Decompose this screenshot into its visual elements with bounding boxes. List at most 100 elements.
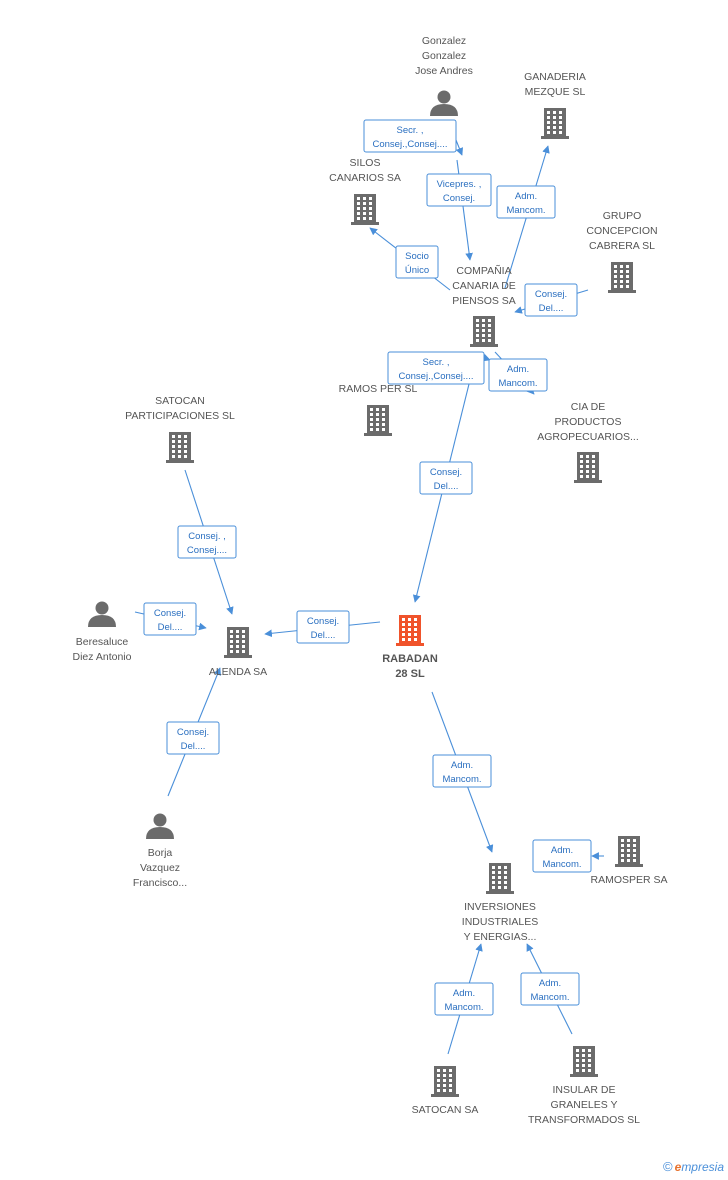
edge-label-text: Del....	[181, 741, 206, 752]
node-label: PIENSOS SA	[452, 295, 516, 307]
edge-label-text: Consej.	[154, 608, 186, 619]
node-label: GRUPO	[603, 210, 642, 222]
node-label: GRANELES Y	[551, 1099, 618, 1111]
building-icon	[574, 452, 602, 483]
edge-label-text: Mancom.	[444, 1002, 483, 1013]
node-label: 28 SL	[395, 668, 425, 680]
edge-label-text: Consej.	[443, 193, 475, 204]
node-label: SATOCAN	[155, 395, 205, 407]
edge-label-text: Consej.	[177, 727, 209, 738]
node-label: AGROPECUARIOS...	[537, 431, 639, 443]
building-icon	[470, 316, 498, 347]
edge-label-text: Adm.	[453, 988, 475, 999]
node-insular[interactable]: INSULAR DE GRANELES Y TRANSFORMADOS SL	[528, 1046, 640, 1126]
person-icon	[430, 90, 458, 116]
edge-label-e11[interactable]: Consej.Del....	[296, 610, 350, 644]
building-icon	[364, 405, 392, 436]
node-label: RAMOSPER SA	[590, 874, 667, 886]
edge-label-e9[interactable]: Consej. , Consej....	[177, 525, 237, 559]
node-label: TRANSFORMADOS SL	[528, 1114, 640, 1126]
node-label: INVERSIONES	[464, 901, 536, 913]
footer-brand: ©empresia	[663, 1159, 724, 1174]
edge-labels-layer: Secr. , Consej.,Consej.... Vicepres. ,Cons…	[143, 119, 592, 1016]
node-inversiones[interactable]: INVERSIONES INDUSTRIALES Y ENERGIAS...	[462, 863, 538, 943]
edge-label-text: Secr. ,	[397, 125, 424, 136]
node-label: GANADERIA	[524, 71, 586, 83]
building-icon	[570, 1046, 598, 1077]
brand-logo-initial: e	[674, 1160, 682, 1174]
edge-label-text: Socio	[405, 251, 429, 262]
edge-label-text: Del....	[311, 630, 336, 641]
node-label: RAMOS PER SL	[339, 383, 418, 395]
node-grupo[interactable]: GRUPO CONCEPCION CABRERA SL	[586, 210, 658, 293]
node-ramosper_sl[interactable]: RAMOS PER SL	[339, 383, 418, 436]
node-label: PARTICIPACIONES SL	[125, 410, 235, 422]
edge-label-e16[interactable]: Adm. Mancom.	[520, 972, 580, 1006]
node-borja[interactable]: BorjaVazquezFrancisco...	[133, 813, 187, 890]
edge-label-e13[interactable]: Adm.Mancom.	[432, 754, 492, 788]
edge-label-text: Del....	[158, 622, 183, 633]
edge-label-text: Adm.	[507, 364, 529, 375]
node-label: RABADAN	[382, 653, 438, 665]
node-label: CABRERA SL	[589, 240, 655, 252]
node-label: CANARIOS SA	[329, 172, 401, 184]
node-label: Gonzalez	[422, 35, 466, 47]
edge-label-e14[interactable]: Adm.Mancom.	[532, 839, 592, 873]
edge-label-text: Consej.,Consej....	[399, 371, 474, 382]
edge-label-e5[interactable]: Consej.Del....	[524, 283, 578, 317]
edge-label-text: Adm.	[451, 760, 473, 771]
edge-label-e2[interactable]: Vicepres. ,Consej.	[426, 173, 492, 207]
node-label: SILOS	[350, 157, 381, 169]
building-icon	[396, 615, 424, 646]
edge-label-text: Del....	[539, 303, 564, 314]
node-rabadan[interactable]: RABADAN 28 SL	[382, 615, 438, 680]
edge-label-e8[interactable]: Consej.Del....	[419, 461, 473, 495]
node-label: Vazquez	[140, 862, 180, 874]
node-label: Diez Antonio	[73, 651, 132, 663]
edge-label-text: Secr. ,	[423, 357, 450, 368]
edge-label-e1[interactable]: Secr. , Consej.,Consej....	[363, 119, 457, 153]
node-satocan_part[interactable]: SATOCAN PARTICIPACIONES SL	[125, 395, 235, 463]
building-icon	[486, 863, 514, 894]
building-icon	[541, 108, 569, 139]
edge-label-text: Mancom.	[498, 378, 537, 389]
person-icon	[146, 813, 174, 839]
node-label: Jose Andres	[415, 65, 473, 77]
node-label: SATOCAN SA	[412, 1104, 479, 1116]
edges-layer	[134, 119, 604, 1055]
edge-label-text: Consej. ,	[188, 531, 226, 542]
edge-label-text: Consej....	[187, 545, 227, 556]
edge-label-text: Adm.	[539, 978, 561, 989]
building-icon	[431, 1066, 459, 1097]
node-alenda[interactable]: ALENDA SA	[209, 627, 267, 678]
node-satocan_sa[interactable]: SATOCAN SA	[412, 1066, 479, 1116]
building-icon	[615, 836, 643, 867]
edge-label-e10[interactable]: Consej. Del....	[143, 602, 197, 636]
edge-label-e12[interactable]: Consej. Del....	[166, 721, 220, 755]
node-label: INDUSTRIALES	[462, 916, 538, 928]
building-icon	[351, 194, 379, 225]
edge-label-text: Mancom.	[530, 992, 569, 1003]
node-label: Y ENERGIAS...	[464, 931, 537, 943]
node-silos[interactable]: SILOS CANARIOS SA	[329, 157, 401, 225]
edge-label-e6[interactable]: Secr. , Consej.,Consej....	[387, 351, 485, 385]
edge-label-e3[interactable]: Adm.Mancom.	[496, 185, 556, 219]
node-label: INSULAR DE	[552, 1084, 615, 1096]
edge-label-e15[interactable]: Adm. Mancom.	[434, 982, 494, 1016]
node-cia[interactable]: CIA DEPRODUCTOSAGROPECUARIOS...	[537, 401, 639, 483]
copyright-symbol: ©	[663, 1159, 673, 1174]
edge-label-text: Consej.,Consej....	[373, 139, 448, 150]
edge-label-text: Consej.	[430, 467, 462, 478]
edge-label-e7[interactable]: Adm. Mancom.	[488, 358, 548, 392]
node-label: Borja	[148, 847, 173, 859]
person-icon	[88, 601, 116, 627]
node-ramosper_sa[interactable]: RAMOSPER SA	[590, 836, 668, 886]
node-label: CONCEPCION	[586, 225, 657, 237]
